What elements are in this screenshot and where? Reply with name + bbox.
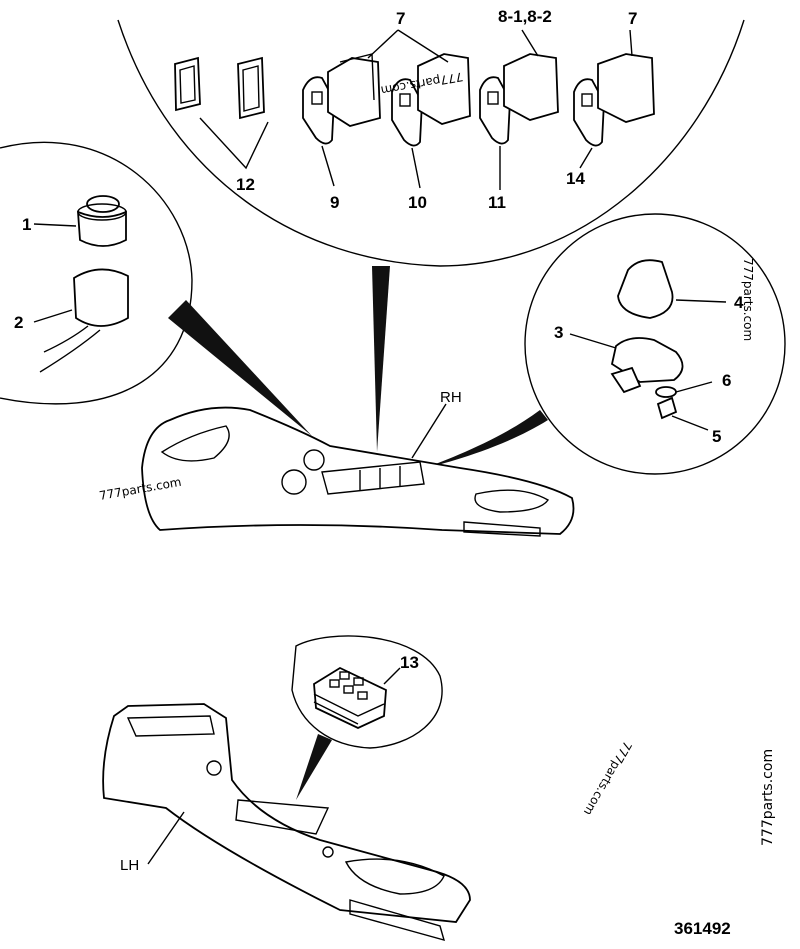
leader-wedge-ignition bbox=[168, 300, 312, 436]
callout-5: 5 bbox=[712, 427, 721, 446]
callout-10: 10 bbox=[408, 193, 427, 212]
leaders-7-8 bbox=[367, 29, 633, 63]
watermark-3: 777parts.com bbox=[741, 258, 755, 341]
watermark-4: 777parts.com bbox=[581, 739, 635, 818]
leaders-9-14 bbox=[321, 145, 593, 190]
leader-13 bbox=[383, 667, 401, 685]
rocker-switch-14 bbox=[573, 53, 655, 147]
rotary-switch-body bbox=[610, 337, 684, 394]
figure-number: 361492 bbox=[674, 919, 731, 938]
lh-console bbox=[102, 703, 471, 942]
bezel-blank-a bbox=[174, 56, 201, 112]
callout-12: 12 bbox=[236, 175, 255, 194]
ignition-switch-housing bbox=[39, 268, 129, 373]
nut bbox=[656, 396, 678, 420]
rocker-switch-9 bbox=[302, 53, 381, 145]
leaders-1-2 bbox=[33, 223, 77, 323]
callout-2: 2 bbox=[14, 313, 23, 332]
callout-14: 14 bbox=[566, 169, 585, 188]
detail-circle-ignition bbox=[0, 141, 193, 405]
callout-1: 1 bbox=[22, 215, 31, 234]
rocker-switch-10 bbox=[391, 53, 471, 147]
switch-module bbox=[313, 666, 387, 729]
label-rh: RH bbox=[440, 389, 462, 406]
ignition-switch bbox=[76, 195, 127, 247]
label-lh: LH bbox=[120, 857, 139, 874]
detail-circle-switches bbox=[117, 19, 745, 267]
callout-13: 13 bbox=[400, 653, 419, 672]
callout-3: 3 bbox=[554, 323, 563, 342]
leaders-3-6 bbox=[569, 299, 727, 431]
rotary-knob bbox=[617, 259, 674, 319]
callout-6: 6 bbox=[722, 371, 731, 390]
detail-circle-module bbox=[291, 635, 443, 749]
leader-rh bbox=[411, 403, 447, 459]
callout-7-right: 7 bbox=[628, 9, 637, 28]
callout-7-left: 7 bbox=[396, 9, 405, 28]
detail-circle-rotary bbox=[524, 213, 786, 475]
rh-console bbox=[141, 406, 575, 537]
leader-wedge-switches bbox=[372, 266, 390, 452]
leader-lh bbox=[147, 811, 185, 865]
bezel-blank-b bbox=[237, 56, 265, 120]
leader-wedge-rotary bbox=[420, 410, 548, 470]
watermark-5: 777parts.com bbox=[760, 749, 776, 846]
callout-11: 11 bbox=[488, 193, 506, 212]
callout-8-1-8-2: 8-1,8-2 bbox=[498, 7, 552, 26]
callout-4: 4 bbox=[734, 293, 744, 312]
leader-wedge-module bbox=[296, 734, 332, 800]
leader-12 bbox=[199, 117, 269, 170]
rocker-switch-11 bbox=[479, 53, 559, 145]
callout-9: 9 bbox=[330, 193, 339, 212]
washer bbox=[655, 386, 677, 398]
